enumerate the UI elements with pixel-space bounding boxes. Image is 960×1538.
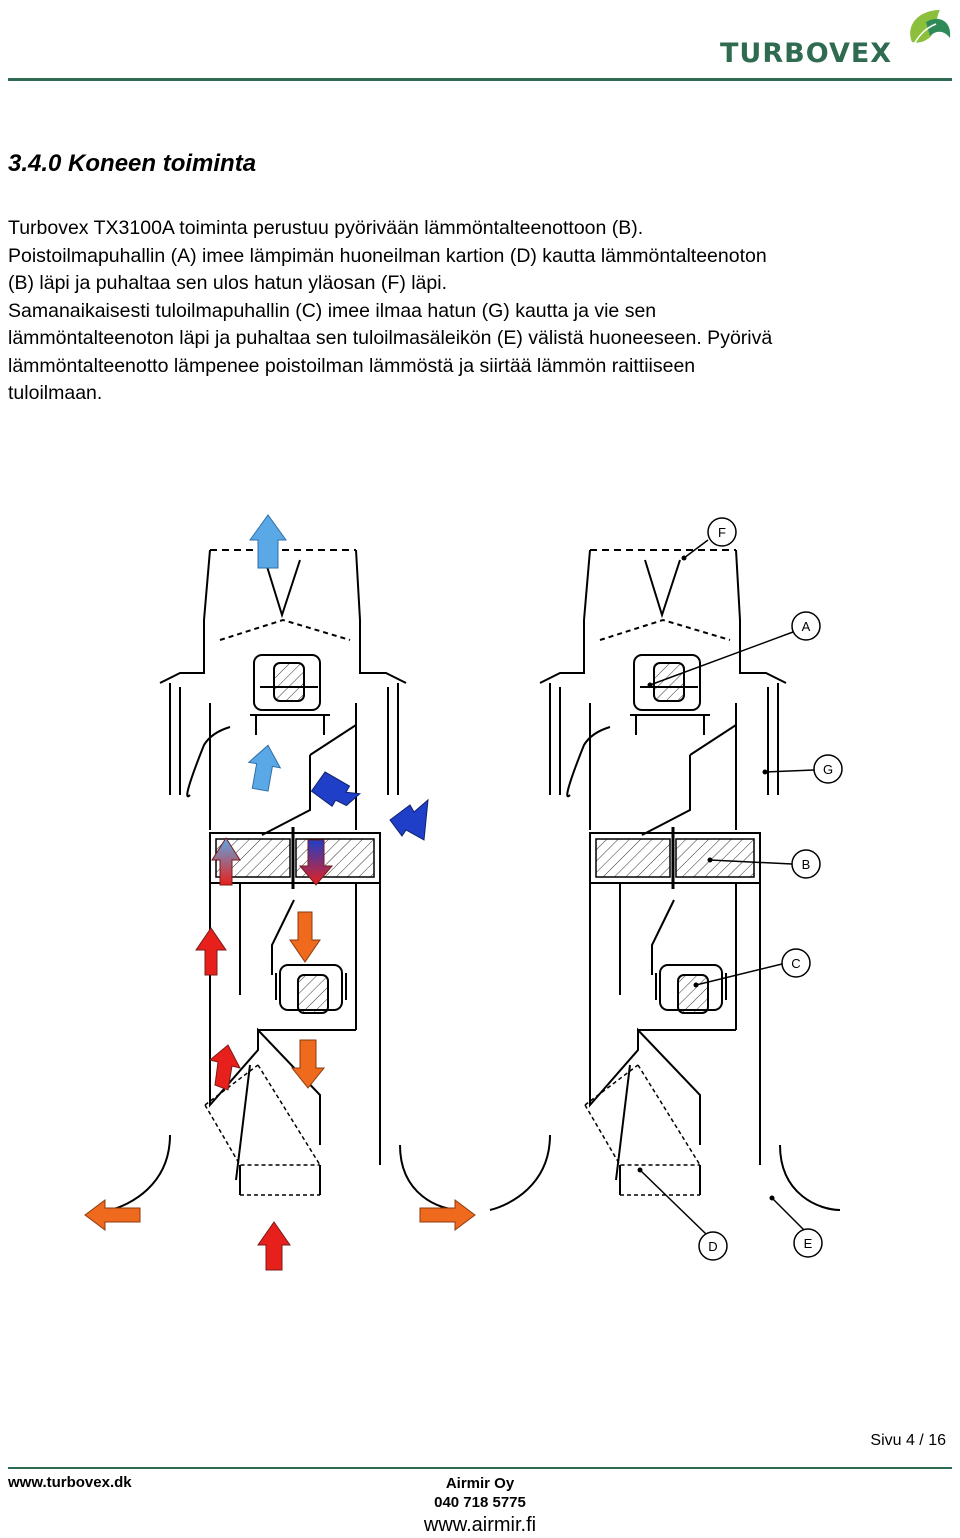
footer-company: Airmir Oy: [445, 1475, 515, 1492]
body-line: lämmöntalteenotto lämpenee poistoilman l…: [8, 354, 696, 377]
body-line: Poistoilmapuhallin (A) imee lämpimän huo…: [8, 244, 767, 267]
label-d: D: [637, 1167, 728, 1261]
supply-right-arrow: [419, 1199, 476, 1231]
room-intake-arrow: [257, 1221, 291, 1271]
supply-down-arrow: [289, 911, 321, 963]
svg-text:G: G: [823, 762, 833, 777]
body-line: tuloilmaan.: [8, 382, 103, 404]
label-f: F: [681, 517, 737, 561]
airflow-arrows: [84, 514, 476, 1271]
svg-text:C: C: [791, 956, 800, 971]
page-number: Sivu 4 / 16: [870, 1432, 946, 1449]
label-c: C: [693, 948, 811, 988]
room-air-arrow: [208, 1044, 241, 1091]
supply-down-arrow-2: [290, 1039, 326, 1089]
leaf-icon: [910, 10, 951, 45]
svg-text:D: D: [708, 1239, 717, 1254]
label-b: B: [707, 849, 821, 879]
exchanger-up-arrow: [211, 837, 241, 886]
label-g: G: [762, 754, 843, 784]
section-title: 3.4.0 Koneen toiminta: [8, 150, 257, 177]
body-paragraph: Turbovex TX3100A toiminta perustuu pyöri…: [8, 215, 956, 408]
airflow-diagram: F A G B C D E: [84, 514, 843, 1271]
exhaust-out-arrow: [249, 514, 287, 569]
exchanger-down-arrow: [298, 839, 334, 886]
supply-left-arrow: [84, 1199, 141, 1231]
body-line: lämmöntalteenoton läpi ja puhaltaa sen t…: [8, 327, 773, 349]
exhaust-up-arrow: [247, 744, 282, 792]
footer-rule: [8, 1467, 952, 1469]
turbovex-logo: TURBOVEX: [720, 10, 951, 69]
footer-web-link[interactable]: www.airmir.fi: [423, 1514, 537, 1536]
warm-up-arrow: [195, 927, 227, 976]
svg-text:A: A: [802, 619, 811, 634]
component-labels: F A G B C D E: [637, 517, 843, 1261]
svg-text:E: E: [804, 1236, 813, 1251]
logo-wordmark: TURBOVEX: [720, 38, 892, 69]
intake-in-arrow: [310, 771, 361, 808]
footer-website-link[interactable]: www.turbovex.dk: [8, 1474, 132, 1491]
label-a: A: [647, 611, 821, 688]
body-line: (B) läpi ja puhaltaa sen ulos hatun yläo…: [8, 272, 447, 294]
footer-contact: Airmir Oy 040 718 5775 www.airmir.fi: [380, 1474, 580, 1538]
svg-text:B: B: [802, 857, 811, 872]
label-e: E: [769, 1195, 823, 1258]
body-line: Samanaikaisesti tuloilmapuhallin (C) ime…: [8, 299, 657, 322]
body-line: Turbovex TX3100A toiminta perustuu pyöri…: [8, 217, 644, 239]
header-rule: [8, 78, 952, 81]
svg-text:F: F: [718, 525, 726, 540]
footer-phone: 040 718 5775: [434, 1494, 526, 1511]
fresh-air-arrow: [389, 798, 429, 841]
